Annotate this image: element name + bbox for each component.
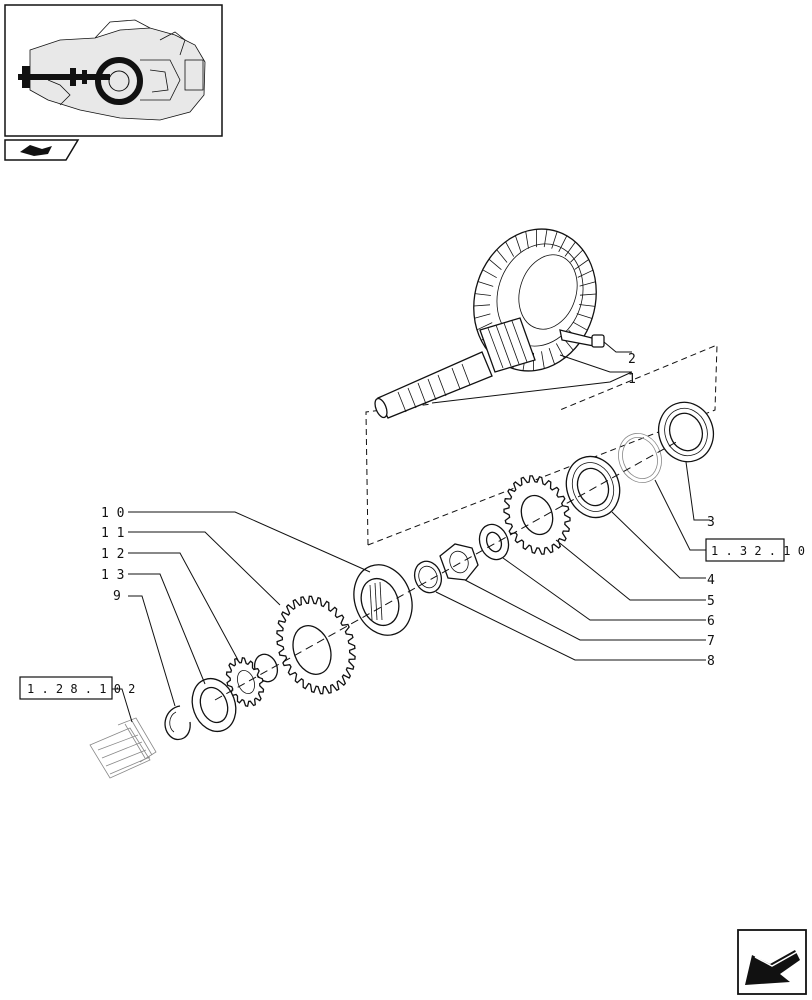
crown-tooth	[564, 241, 576, 257]
crown-tooth	[579, 293, 597, 296]
callout-2: 2	[628, 352, 636, 367]
crown-tooth	[574, 259, 589, 270]
callout-6: 6	[707, 614, 715, 629]
crown-tooth	[474, 313, 491, 319]
leader-lines	[112, 341, 710, 723]
crown-tooth	[548, 347, 555, 365]
reference-box-left[interactable]: 1 . 2 8 . 1 0 2	[19, 676, 135, 700]
callout-11: 1 1	[101, 526, 124, 541]
gear-5	[503, 475, 571, 555]
callout-3: 3	[707, 515, 715, 530]
callout-9: 9	[113, 589, 121, 604]
crown-tooth	[525, 231, 529, 249]
assembly-boundary	[365, 344, 718, 546]
crown-tooth	[477, 281, 494, 287]
crown-tooth	[474, 293, 491, 296]
bearing-4	[565, 455, 621, 519]
crown-tooth	[473, 304, 491, 307]
shaft-ghost	[89, 717, 157, 779]
crown-tooth	[551, 231, 558, 249]
callout-12: 1 2	[101, 547, 124, 562]
section-tab-icon[interactable]	[4, 139, 80, 161]
crown-tooth	[570, 249, 584, 263]
callout-labels: 2 1 3 4 5 6 7 8 1 0 1 1 1 2 1 3 9	[101, 352, 715, 669]
crown-tooth	[505, 241, 515, 257]
callout-7: 7	[707, 634, 715, 649]
bolt	[559, 329, 605, 348]
reference-right-text: 1 . 3 2 . 1 0 3	[711, 544, 812, 558]
callout-5: 5	[707, 594, 715, 609]
crown-tooth	[515, 235, 522, 253]
crown-tooth	[558, 235, 568, 252]
crown-tooth	[543, 229, 548, 248]
spacer-6	[478, 523, 510, 561]
crown-tooth	[482, 269, 497, 279]
crown-wheel-pinion	[374, 228, 597, 419]
gear-11	[276, 595, 356, 695]
callout-10: 1 0	[101, 506, 124, 521]
collar-10	[353, 564, 413, 636]
reference-left-text: 1 . 2 8 . 1 0 2	[27, 682, 135, 696]
circlip-9	[164, 705, 191, 741]
nut-7	[439, 543, 479, 581]
washer-8	[413, 560, 443, 594]
crown-tooth	[579, 281, 596, 287]
crown-tooth	[579, 304, 596, 307]
next-page-arrow-icon[interactable]	[737, 929, 807, 995]
gear-12	[225, 653, 279, 707]
callout-8: 8	[707, 654, 715, 669]
callout-13: 1 3	[101, 568, 124, 583]
gear12Teeth-outline	[225, 657, 265, 707]
transmission-overview-thumbnail	[4, 4, 223, 137]
crown-tooth	[576, 313, 593, 319]
reference-box-right[interactable]: 1 . 3 2 . 1 0 3	[705, 538, 812, 562]
callout-4: 4	[707, 573, 715, 588]
bearing-3	[657, 401, 715, 463]
crown-tooth	[541, 351, 545, 369]
callout-1: 1	[628, 372, 636, 387]
crown-tooth	[488, 258, 502, 271]
crown-tooth	[496, 249, 508, 263]
crown-tooth	[573, 321, 588, 331]
crown-tooth	[476, 322, 493, 331]
crown-tooth	[577, 269, 594, 278]
